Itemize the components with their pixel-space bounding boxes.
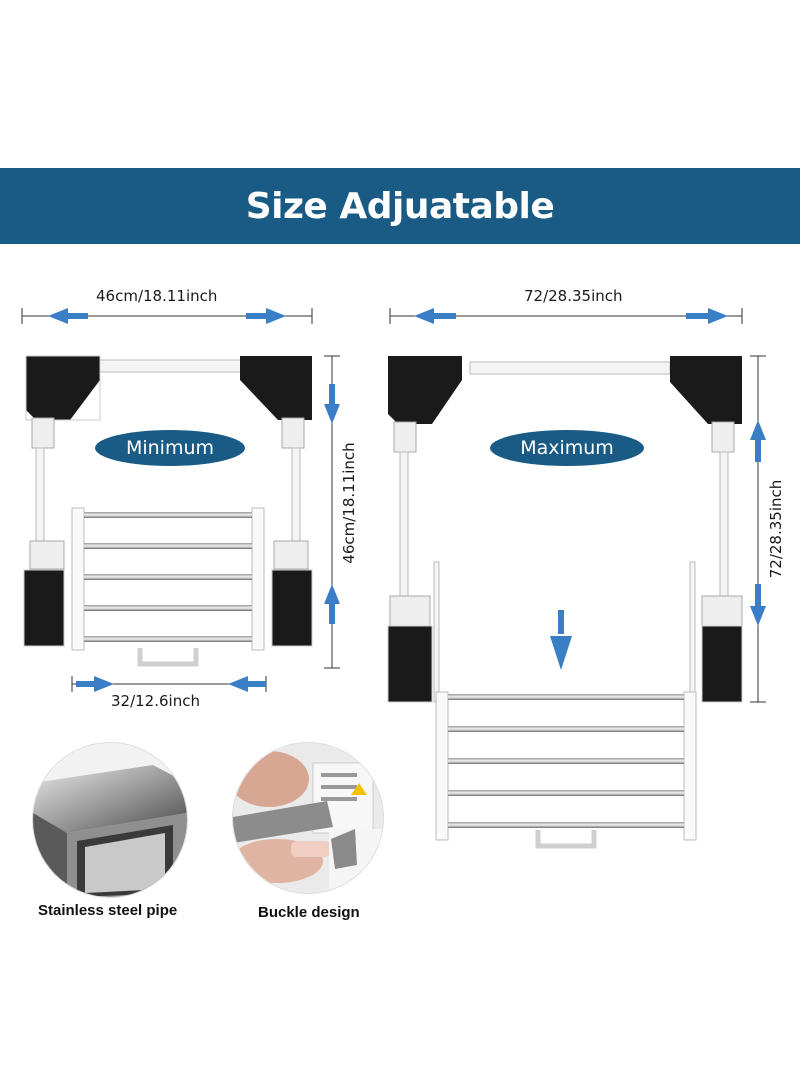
page-title: Size Adjuatable [245, 185, 555, 227]
steel-pipe-icon [33, 743, 187, 897]
arrow-right-icon [94, 676, 114, 692]
arrow-down-icon [750, 606, 766, 626]
arrow-up-icon [750, 420, 766, 440]
arrow-right-icon [266, 308, 286, 324]
title-banner: Size Adjuatable [0, 168, 800, 244]
stainless-steel-caption: Stainless steel pipe [38, 902, 178, 919]
steel-pipe-image [32, 742, 188, 898]
min-height-label: 46cm/18.11inch [340, 442, 358, 564]
buckle-icon [233, 743, 383, 893]
minimum-badge: Minimum [95, 430, 245, 466]
buckle-design-caption: Buckle design [258, 904, 360, 921]
arrow-left-icon [228, 676, 248, 692]
arrow-right-icon [708, 308, 728, 324]
min-width-label: 46cm/18.11inch [96, 287, 218, 305]
max-height-label: 72/28.35inch [767, 479, 785, 579]
maximum-rack [387, 308, 766, 849]
minimum-rack [21, 308, 340, 692]
arrow-left-icon [414, 308, 434, 324]
arrow-left-icon [48, 308, 68, 324]
maximum-badge: Maximum [490, 430, 644, 466]
max-width-label: 72/28.35inch [524, 287, 623, 305]
arrow-down-icon [324, 404, 340, 424]
arrow-down-icon [550, 636, 572, 670]
buckle-image [232, 742, 384, 894]
arrow-up-icon [324, 584, 340, 604]
min-bottom-width-label: 32/12.6inch [111, 692, 200, 710]
